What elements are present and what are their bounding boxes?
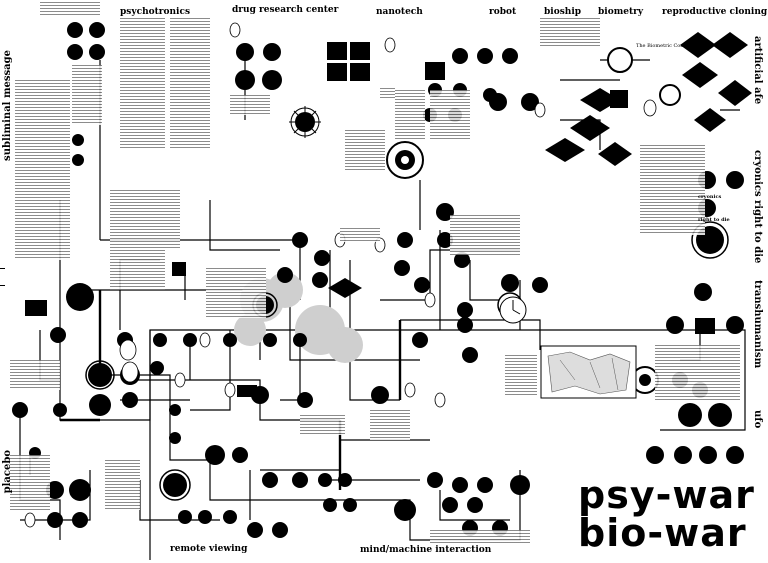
box-nodes — [25, 42, 715, 397]
text-column — [120, 18, 165, 148]
text-column — [395, 90, 425, 140]
edge-tick — [0, 268, 5, 269]
text-column — [345, 130, 385, 170]
text-column — [206, 268, 266, 318]
clock-node — [499, 296, 527, 324]
text-column — [540, 18, 600, 48]
white-ovals — [24, 22, 657, 528]
burst-node — [289, 106, 321, 138]
title-bio-war: bio-war — [578, 511, 747, 555]
text-column — [380, 88, 395, 98]
text-column — [430, 90, 470, 140]
category-mind-machine-interaction: mind/machine interaction — [360, 545, 492, 555]
category-transhumanism: transhumanism — [752, 280, 763, 369]
text-column — [505, 355, 537, 395]
category-reproductive-cloning: reproductive cloning — [662, 7, 768, 17]
nodes-dark — [12, 22, 744, 538]
category-robot: robot — [489, 7, 517, 17]
text-column — [230, 95, 270, 115]
category-placebo: placebo — [2, 450, 13, 494]
category-right-to-die: right to die — [752, 200, 763, 264]
category-drug-research-center: drug research center — [232, 5, 339, 15]
map-inset — [540, 345, 637, 399]
category-nanotech: nanotech — [376, 7, 423, 17]
category-remote-viewing: remote viewing — [170, 544, 248, 554]
text-column — [340, 228, 380, 242]
category-biometry: biometry — [598, 7, 644, 17]
category-subliminal-message: subliminal message — [2, 50, 13, 161]
text-column — [40, 2, 100, 16]
text-column — [370, 410, 410, 440]
text-column — [450, 215, 520, 255]
text-column — [300, 415, 345, 435]
text-column — [72, 65, 102, 125]
text-column — [110, 190, 180, 250]
text-column — [105, 460, 140, 510]
text-column — [170, 18, 210, 148]
caption-cryonics-node: cryonics — [698, 194, 722, 200]
category-cryonics: cryonics — [752, 150, 763, 197]
text-column — [655, 345, 740, 400]
caption-biometric-consortium: The Biometric Consortium — [636, 43, 704, 49]
edge-tick — [0, 285, 5, 286]
text-column — [15, 80, 70, 260]
text-column — [640, 145, 705, 235]
category-ufo: ufo — [752, 410, 763, 429]
title-psy-war: psy-war — [578, 473, 755, 517]
text-column — [110, 250, 165, 290]
text-column — [10, 455, 50, 510]
caption-right-to-die-node: right to die — [698, 217, 730, 223]
category-bioship: bioship — [544, 7, 582, 17]
text-column — [430, 530, 530, 544]
category-psychotronics: psychotronics — [120, 7, 191, 17]
category-artificial-afe: artificial afe — [752, 36, 763, 105]
text-column — [10, 360, 60, 390]
